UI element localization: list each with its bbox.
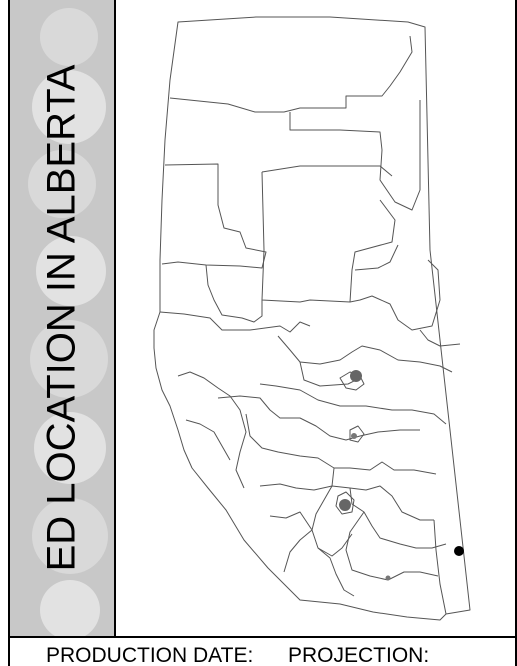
district-boundary <box>335 491 355 515</box>
district-boundary <box>349 487 447 549</box>
decorative-circle <box>28 150 96 218</box>
edmonton-cluster <box>350 370 362 382</box>
district-boundary <box>261 165 393 177</box>
district-boundary <box>317 533 353 557</box>
district-boundary <box>185 419 231 461</box>
decorative-circle <box>30 320 108 398</box>
decorative-circle <box>34 412 106 484</box>
alberta-map <box>116 0 515 636</box>
district-boundary <box>259 483 434 521</box>
district-boundary <box>299 361 357 387</box>
district-boundary <box>169 35 413 113</box>
footer: PRODUCTION DATE: PROJECTION: <box>10 638 515 666</box>
title-sidebar: ED LOCATION IN ALBERTA <box>10 0 116 636</box>
district-boundary <box>259 383 447 425</box>
alberta-map-svg <box>153 16 471 621</box>
map-frame <box>8 0 517 666</box>
district-boundary <box>245 413 437 475</box>
footer-divider <box>10 636 515 638</box>
district-boundary <box>349 425 365 443</box>
district-boundary <box>177 371 247 489</box>
district-boundary <box>261 171 396 303</box>
lethbridge-cluster <box>385 575 391 581</box>
ed-location-marker <box>454 546 464 556</box>
district-boundary <box>433 519 447 615</box>
district-boundary <box>419 329 461 347</box>
district-boundary <box>159 311 311 333</box>
red-deer-cluster <box>351 433 357 439</box>
district-boundary <box>345 511 439 581</box>
decorative-circle <box>36 236 106 306</box>
decorative-circle <box>32 498 108 574</box>
sidebar-title: ED LOCATION IN ALBERTA <box>39 64 84 572</box>
district-boundary <box>349 259 441 331</box>
decorative-circle <box>40 8 98 66</box>
district-boundary <box>205 264 263 323</box>
projection-label: PROJECTION: <box>288 644 430 666</box>
district-boundary <box>311 467 355 597</box>
district-boundary <box>339 371 365 391</box>
district-boundary <box>217 395 420 441</box>
decorative-circle <box>40 580 100 636</box>
district-boundary <box>269 511 313 573</box>
district-boundary <box>289 100 421 211</box>
decorative-circle <box>32 70 106 144</box>
district-boundary <box>161 163 267 269</box>
district-boundaries <box>153 16 471 621</box>
production-date-label: PRODUCTION DATE: <box>46 644 254 666</box>
district-boundary <box>277 335 453 373</box>
calgary-cluster <box>339 499 351 511</box>
district-boundary <box>354 244 399 271</box>
